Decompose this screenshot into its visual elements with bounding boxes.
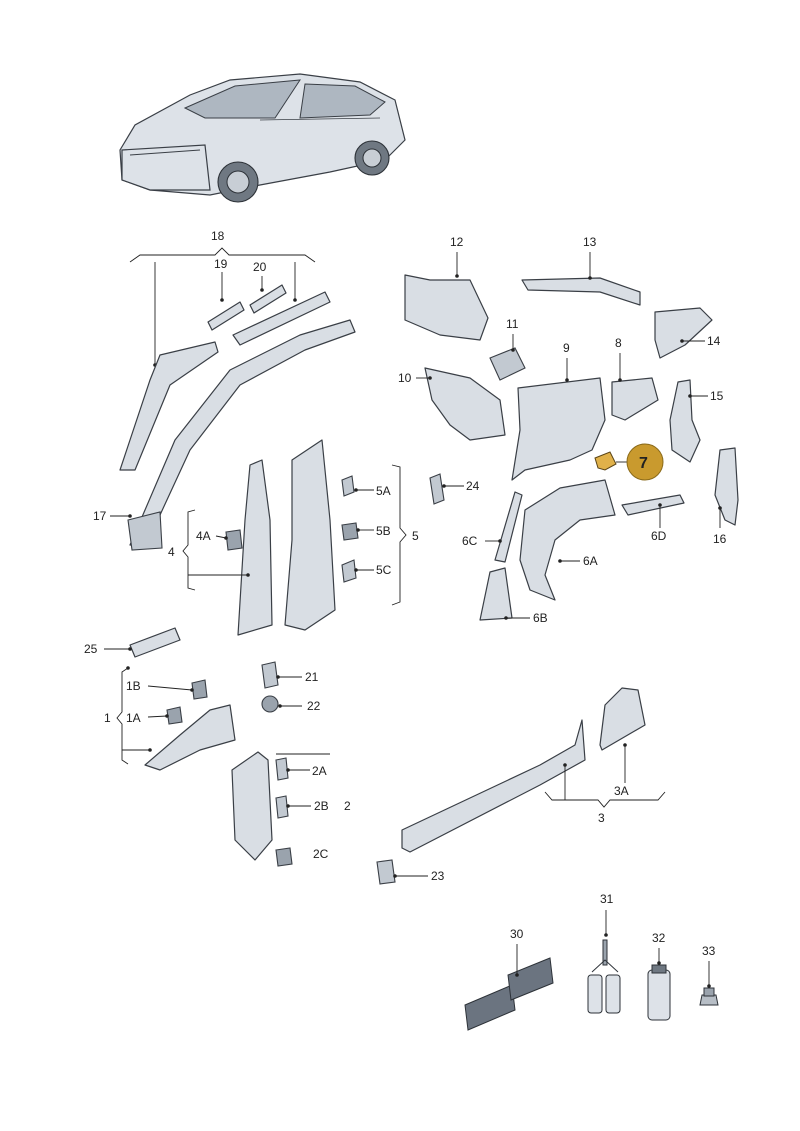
part-16	[714, 447, 739, 526]
label-30: 30	[510, 927, 524, 941]
label-13: 13	[583, 235, 597, 249]
part-5-b-pillar	[284, 439, 336, 631]
label-6d: 6D	[651, 529, 667, 543]
part-4a	[225, 529, 243, 551]
part-13	[521, 277, 641, 306]
label-5a: 5A	[376, 484, 391, 498]
part-2b	[275, 795, 289, 819]
label-5c: 5C	[376, 563, 392, 577]
label-6b: 6B	[533, 611, 548, 625]
part-5a	[341, 475, 355, 497]
part-15	[669, 379, 701, 463]
part-2a	[275, 757, 289, 781]
label-33: 33	[702, 944, 716, 958]
part-2c	[275, 847, 293, 867]
part-1a	[166, 706, 183, 725]
label-12: 12	[450, 235, 464, 249]
part-1b	[191, 679, 208, 700]
part-31-adhesive-cartridge	[587, 939, 621, 1014]
label-9: 9	[563, 341, 570, 355]
part-12	[404, 274, 489, 341]
label-22: 22	[307, 699, 321, 713]
part-6b	[479, 567, 513, 621]
label-32: 32	[652, 931, 666, 945]
part-1-a-pillar-lower	[144, 704, 236, 771]
label-6a: 6A	[583, 554, 598, 568]
part-25	[129, 627, 181, 658]
part-23	[376, 859, 396, 885]
label-10: 10	[398, 371, 412, 385]
label-20: 20	[253, 260, 267, 274]
label-1b: 1B	[126, 679, 141, 693]
part-18-rail	[232, 291, 331, 346]
label-4: 4	[168, 545, 175, 559]
part-6a-wheel-arch	[519, 479, 616, 601]
part-9	[511, 377, 606, 481]
label-5: 5	[412, 529, 419, 543]
part-4-b-pillar	[237, 459, 273, 636]
label-1a: 1A	[126, 711, 141, 725]
label-16: 16	[713, 532, 727, 546]
part-8	[611, 377, 659, 421]
label-2a: 2A	[312, 764, 327, 778]
label-4a: 4A	[196, 529, 211, 543]
label-23: 23	[431, 869, 445, 883]
label-15: 15	[710, 389, 724, 403]
label-5b: 5B	[376, 524, 391, 538]
label-3a: 3A	[614, 784, 629, 798]
label-19: 19	[214, 257, 228, 271]
part-3-side-sill	[401, 719, 586, 853]
label-1: 1	[104, 711, 111, 725]
part-20	[249, 284, 287, 314]
label-17: 17	[93, 509, 107, 523]
label-2: 2	[344, 799, 351, 813]
label-8: 8	[615, 336, 622, 350]
label-25: 25	[84, 642, 98, 656]
part-3a	[599, 687, 646, 751]
label-21: 21	[305, 670, 319, 684]
part-33-plug	[699, 987, 719, 1006]
part-22	[261, 695, 279, 713]
label-7: 7	[639, 455, 648, 472]
part-7-highlighted	[594, 451, 617, 471]
label-31: 31	[600, 892, 614, 906]
part-17-a-pillar	[119, 319, 356, 551]
part-6d	[621, 494, 685, 516]
part-6c	[494, 491, 523, 563]
part-32-cartridge	[647, 964, 671, 1021]
part-14	[654, 307, 713, 359]
label-3: 3	[598, 811, 605, 825]
label-24: 24	[466, 479, 480, 493]
label-14: 14	[707, 334, 721, 348]
part-24	[429, 473, 445, 505]
part-5c	[341, 559, 357, 583]
bracket-18	[129, 247, 316, 263]
part-2-b-pillar-lower	[231, 751, 273, 861]
part-10	[424, 367, 506, 441]
part-21	[261, 661, 279, 689]
label-2c: 2C	[313, 847, 329, 861]
part-19	[207, 301, 245, 331]
label-6c: 6C	[462, 534, 478, 548]
label-11: 11	[506, 317, 519, 331]
part-5b	[341, 522, 359, 541]
part-11	[489, 347, 526, 381]
callout-7-badge[interactable]: 7	[626, 443, 664, 481]
label-18: 18	[211, 229, 225, 243]
car-illustration	[119, 73, 406, 203]
label-2b: 2B	[314, 799, 329, 813]
part-30-sealing-pads	[464, 957, 554, 1031]
